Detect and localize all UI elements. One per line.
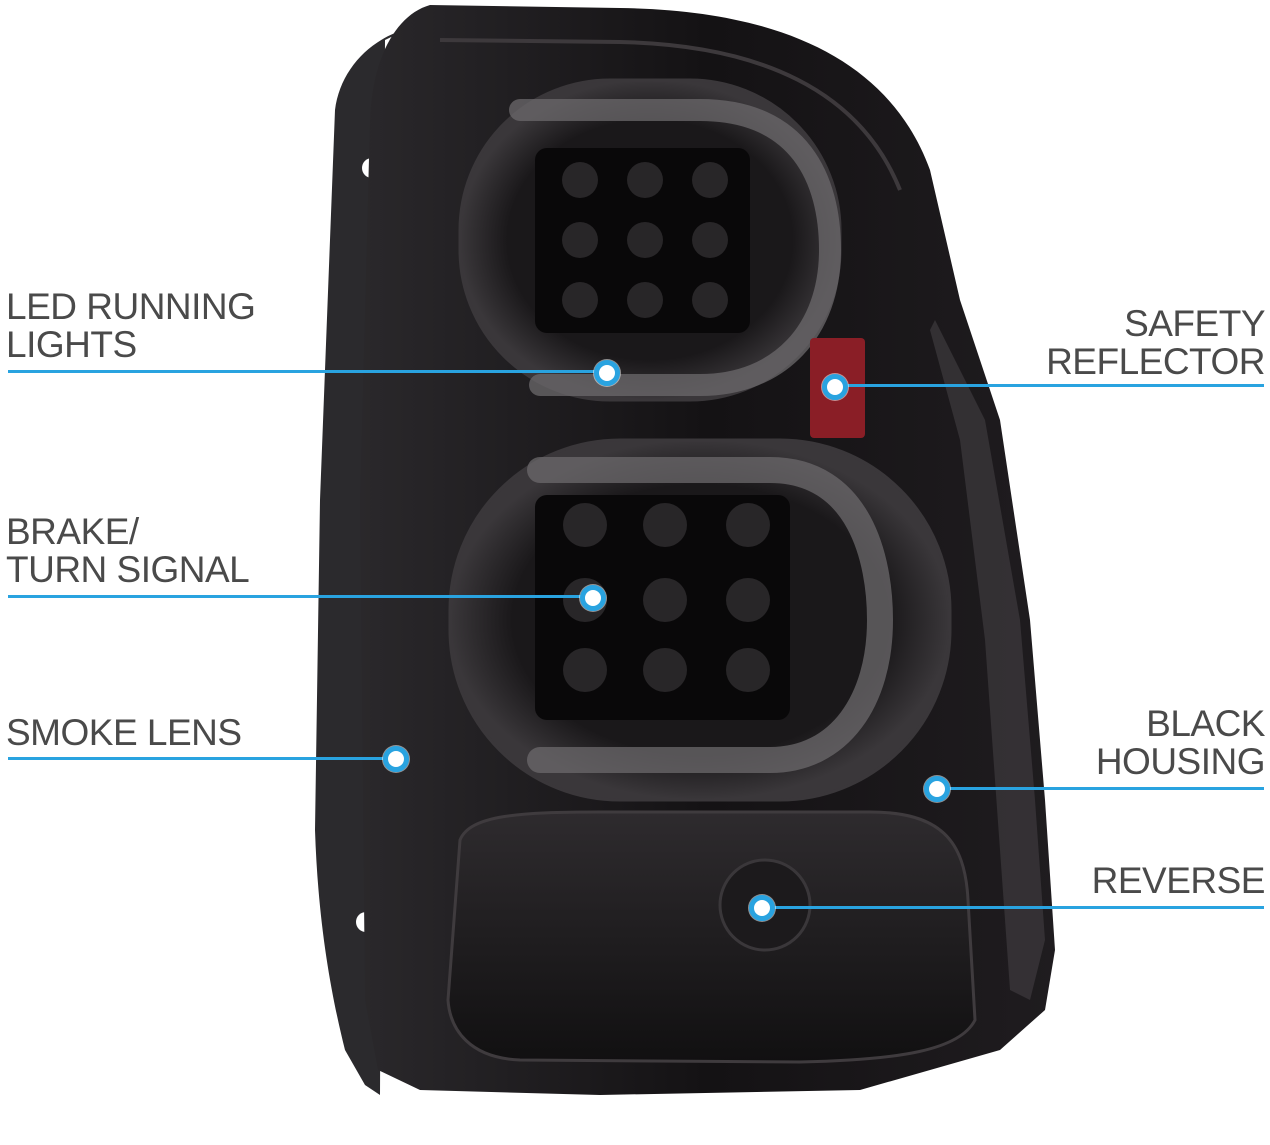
label-line: SAFETY	[1124, 303, 1265, 344]
label-line: BRAKE/	[6, 511, 139, 552]
label-brake-turn-signal: BRAKE/ TURN SIGNAL	[6, 511, 250, 590]
label-smoke-lens: SMOKE LENS	[6, 714, 242, 752]
label-line: TURN SIGNAL	[6, 549, 250, 590]
callout-dot-brake-turn	[580, 585, 606, 611]
label-line: REFLECTOR	[1046, 341, 1265, 382]
label-line: HOUSING	[1095, 741, 1266, 782]
label-line: REVERSE	[1091, 860, 1266, 901]
reverse-module	[446, 810, 977, 1064]
callout-line-black-housing	[940, 787, 1264, 790]
callout-line-smoke-lens	[8, 757, 392, 760]
callout-dot-black-housing	[924, 776, 950, 802]
label-led-running-lights: LED RUNNING LIGHTS	[6, 286, 256, 365]
label-safety-reflector: SAFETY REFLECTOR	[1046, 305, 1265, 381]
callout-line-safety-reflector	[836, 384, 1264, 387]
callout-dot-safety-reflector	[822, 374, 848, 400]
callout-line-brake-turn	[8, 595, 588, 598]
label-black-housing: BLACK HOUSING	[1095, 703, 1266, 782]
callout-dot-led-running	[594, 360, 620, 386]
lower-led-module	[448, 438, 952, 802]
label-line: LIGHTS	[6, 324, 137, 365]
upper-led-module	[458, 78, 842, 402]
callout-line-led-running	[8, 370, 604, 373]
callout-line-reverse	[765, 906, 1264, 909]
label-line: SMOKE LENS	[6, 712, 242, 753]
label-line: BLACK	[1146, 703, 1265, 744]
label-line: LED RUNNING	[6, 286, 256, 327]
callout-dot-reverse	[749, 895, 775, 921]
label-reverse: REVERSE	[1091, 860, 1266, 901]
callout-dot-smoke-lens	[383, 746, 409, 772]
